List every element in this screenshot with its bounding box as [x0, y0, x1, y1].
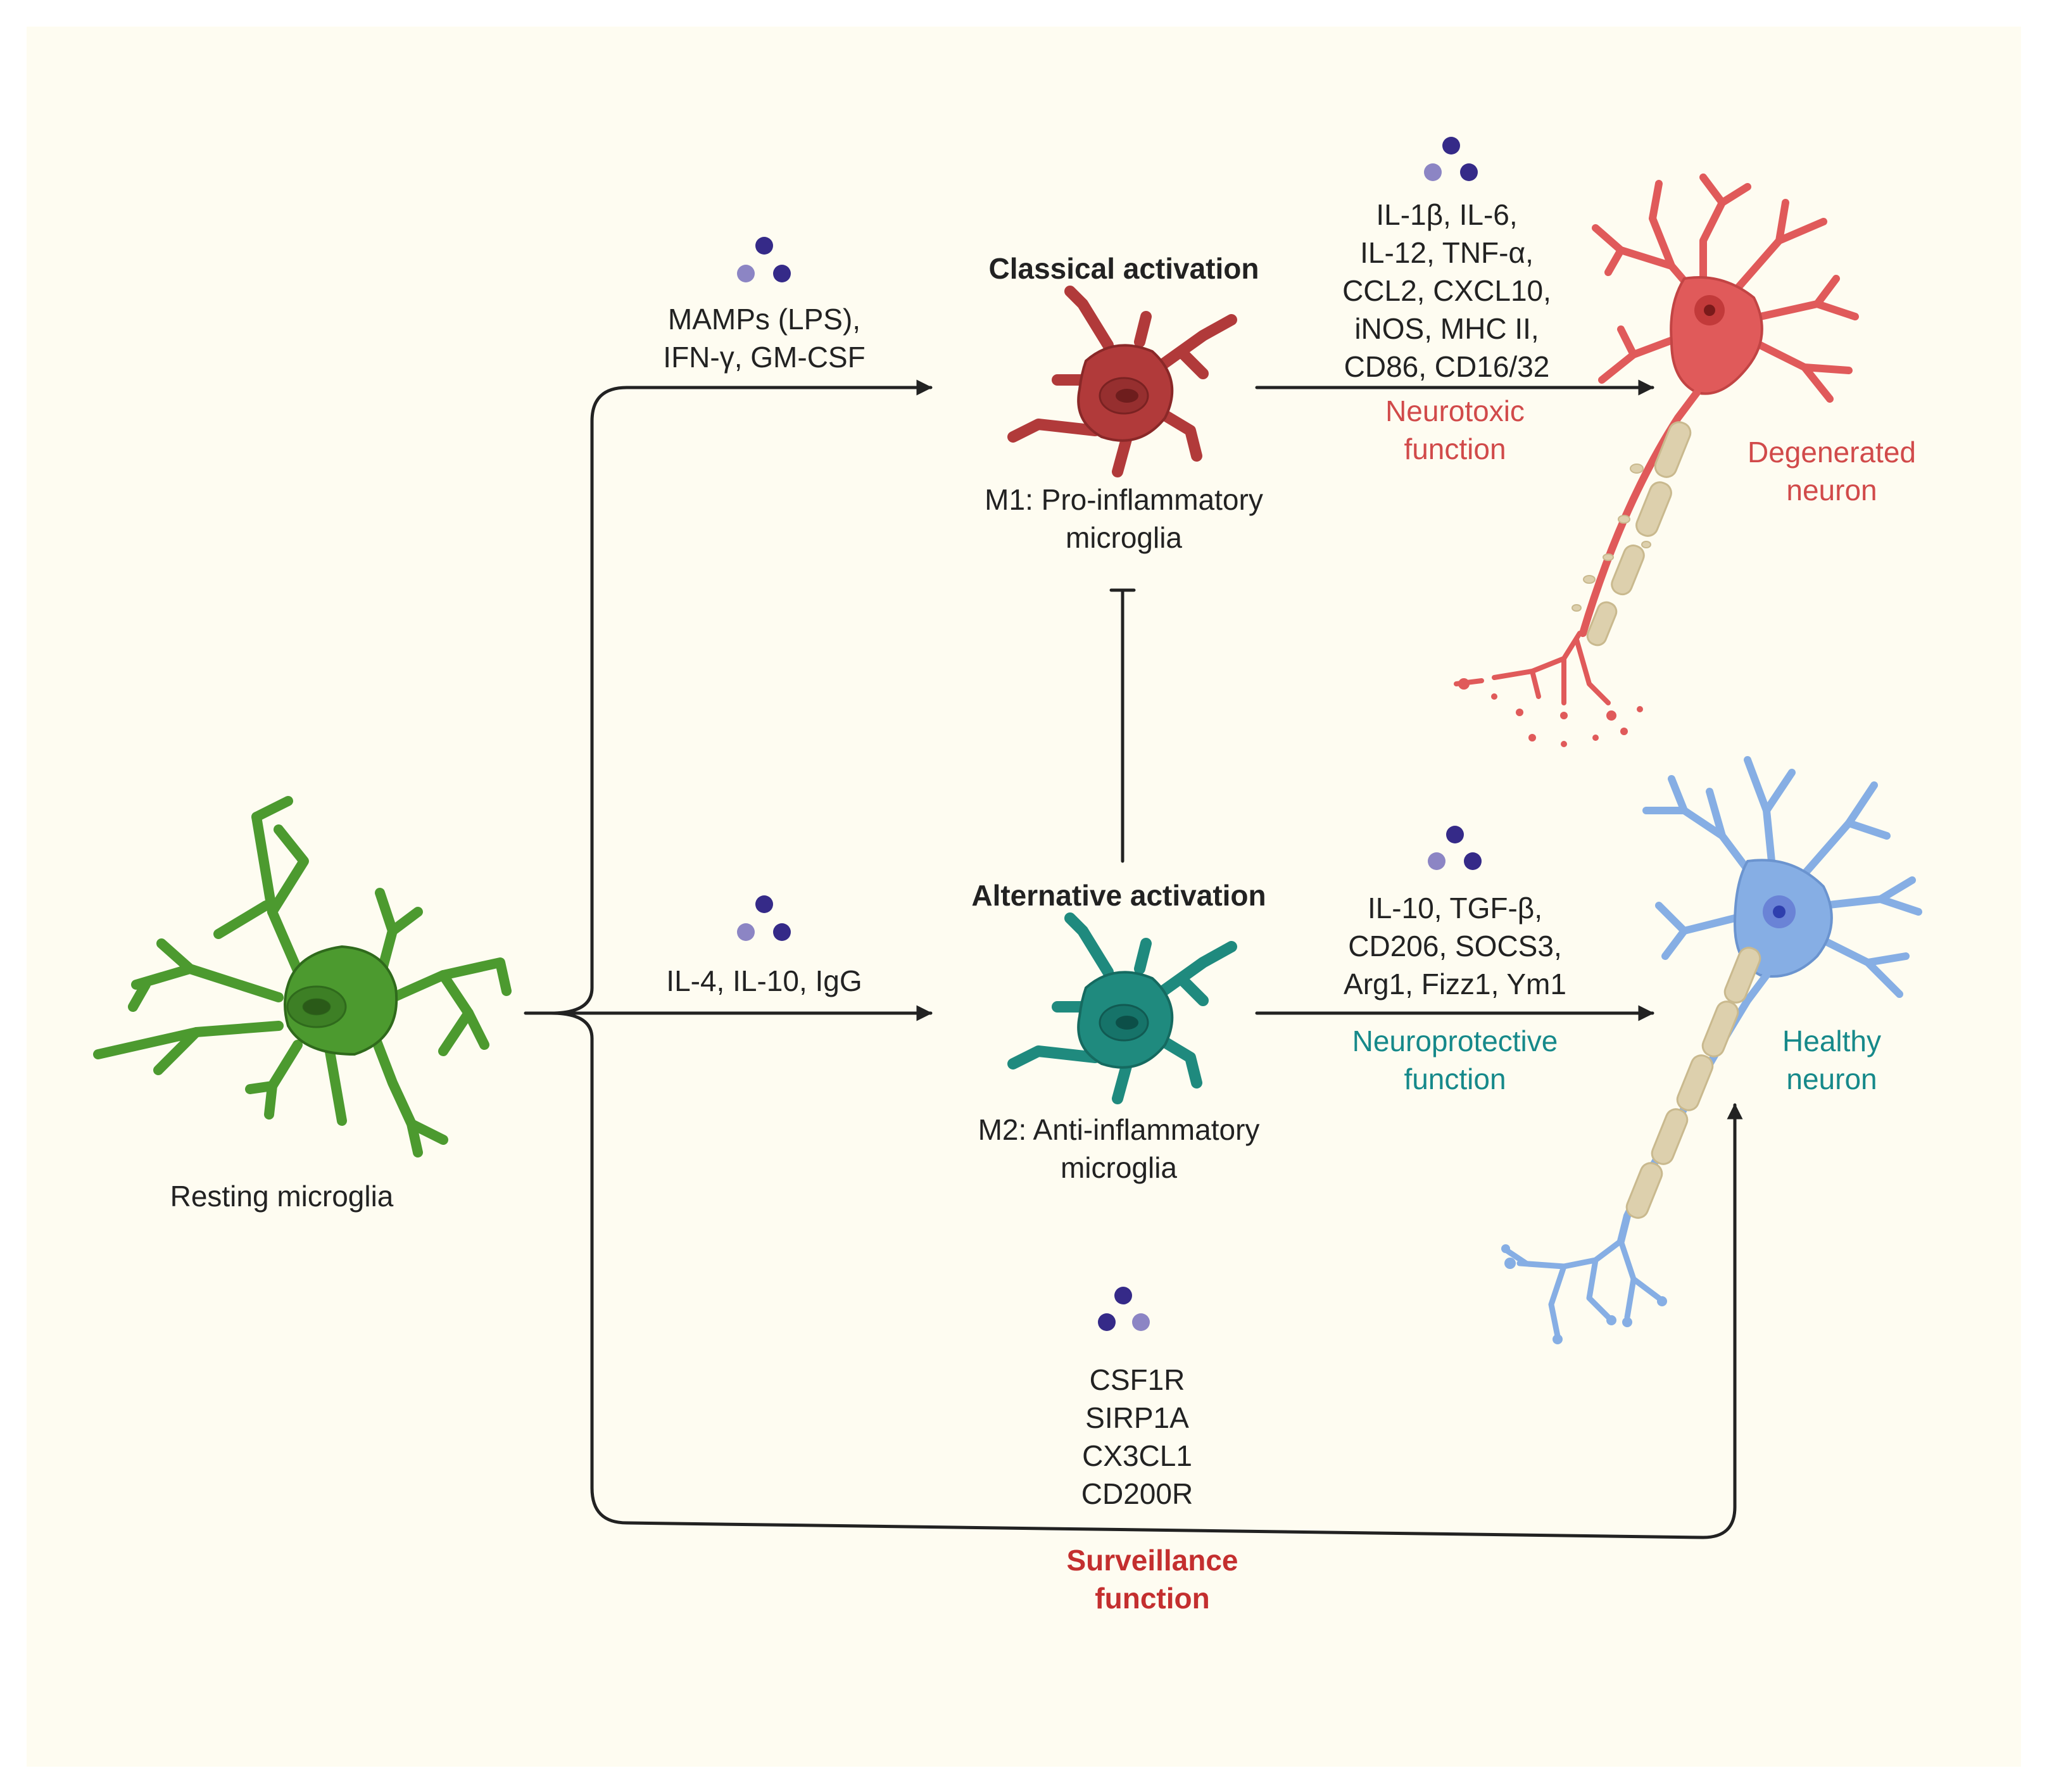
- neuroprotective-marker-1: IL-10, TGF-β,: [1368, 892, 1542, 924]
- surveillance-function-line-2: function: [1095, 1582, 1209, 1615]
- molecule-cluster-neurotoxic: [1424, 137, 1478, 181]
- neurotoxic-marker-5: CD86, CD16/32: [1344, 350, 1550, 383]
- degenerated-neuron: [1454, 174, 1859, 747]
- healthy-neuron-label-2: neuron: [1786, 1063, 1877, 1095]
- surveillance-function-line-1: Surveillance: [1066, 1544, 1238, 1577]
- molecule-cluster-neuroprotective: [1428, 826, 1482, 870]
- surveillance-marker-2: SIRP1A: [1085, 1401, 1189, 1434]
- classical-stimuli-line-2: IFN-γ, GM-CSF: [663, 341, 865, 374]
- healthy-neuron-label-1: Healthy: [1782, 1025, 1881, 1057]
- neuroprotective-function-line-2: function: [1404, 1063, 1506, 1095]
- resting-microglia-label: Resting microglia: [170, 1180, 394, 1213]
- neurotoxic-function-line-2: function: [1404, 432, 1506, 465]
- m2-microglia-cell: [1007, 912, 1237, 1104]
- degenerated-neuron-label-1: Degenerated: [1748, 436, 1916, 469]
- resting-branch-stem: [524, 379, 933, 1015]
- degenerated-neuron-label-2: neuron: [1786, 474, 1877, 507]
- surveillance-marker-4: CD200R: [1081, 1477, 1193, 1510]
- alternative-stimuli-label: IL-4, IL-10, IgG: [666, 964, 862, 997]
- m2-label-line-1: M2: Anti-inflammatory: [978, 1113, 1260, 1146]
- neuroprotective-function-line-1: Neuroprotective: [1352, 1025, 1558, 1057]
- m1-label-line-1: M1: Pro-inflammatory: [985, 483, 1263, 516]
- resting-microglia-cell: [93, 796, 512, 1158]
- m1-microglia-cell: [1007, 286, 1237, 477]
- molecule-cluster-alternative: [737, 895, 791, 941]
- surveillance-marker-3: CX3CL1: [1082, 1439, 1192, 1472]
- neurotoxic-marker-2: IL-12, TNF-α,: [1360, 236, 1534, 269]
- molecule-cluster-classical: [737, 237, 791, 282]
- molecule-cluster-surveillance: [1098, 1287, 1150, 1331]
- neurotoxic-marker-3: CCL2, CXCL10,: [1342, 274, 1551, 307]
- arrow-surveillance: [549, 1011, 1743, 1539]
- surveillance-marker-1: CSF1R: [1090, 1363, 1185, 1396]
- neuroprotective-marker-3: Arg1, Fizz1, Ym1: [1344, 968, 1566, 1000]
- neurotoxic-function-line-1: Neurotoxic: [1385, 394, 1525, 427]
- pathway-arrows: [524, 379, 1743, 1539]
- neuroprotective-marker-2: CD206, SOCS3,: [1348, 930, 1561, 962]
- m1-label-line-2: microglia: [1066, 521, 1182, 554]
- healthy-neuron: [1501, 756, 1922, 1344]
- classical-activation-title: Classical activation: [989, 252, 1259, 285]
- alternative-activation-title: Alternative activation: [971, 879, 1266, 912]
- m2-label-line-2: microglia: [1061, 1151, 1177, 1184]
- neurotoxic-marker-1: IL-1β, IL-6,: [1376, 198, 1517, 231]
- classical-stimuli-line-1: MAMPs (LPS),: [668, 303, 860, 336]
- neurotoxic-marker-4: iNOS, MHC II,: [1354, 312, 1539, 345]
